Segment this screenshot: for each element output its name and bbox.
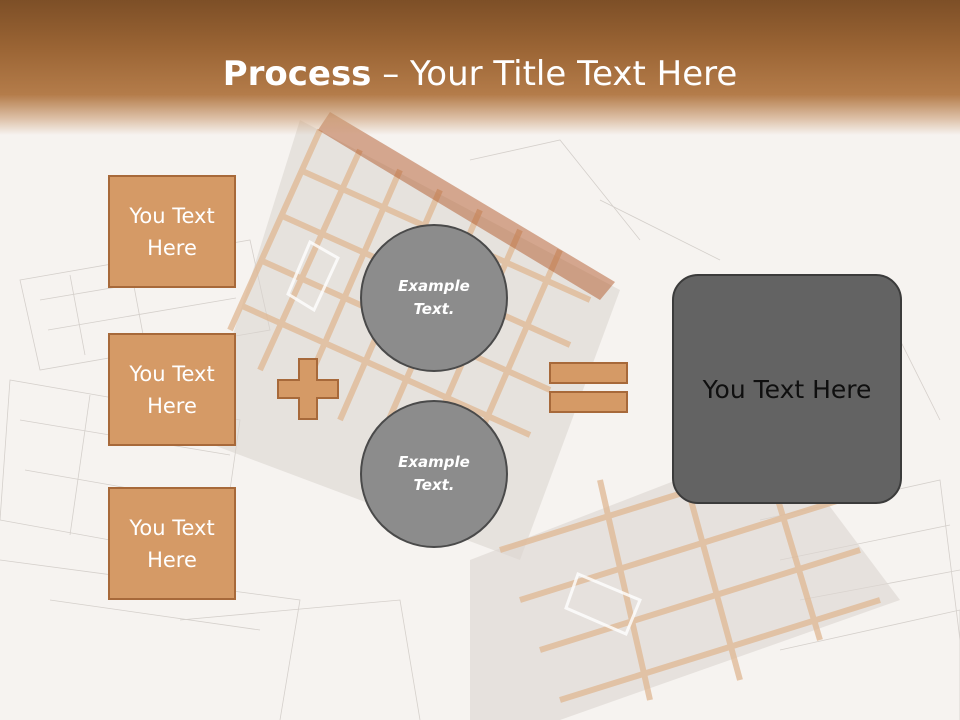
title-bar — [0, 0, 960, 135]
left-text-box-1-label: You Text Here — [129, 203, 215, 260]
title-rest: – Your Title Text Here — [371, 54, 738, 94]
slide-title[interactable]: Process – Your Title Text Here — [0, 52, 960, 96]
title-bold: Process — [222, 54, 372, 94]
result-box-label: You Text Here — [702, 374, 872, 404]
example-circle-2-label: Example Text. — [398, 453, 470, 494]
left-text-box-3[interactable]: You Text Here — [108, 487, 236, 600]
example-circle-2[interactable]: Example Text. — [360, 400, 508, 548]
example-circle-1-label: Example Text. — [398, 277, 470, 318]
example-circle-1[interactable]: Example Text. — [360, 224, 508, 372]
result-box[interactable]: You Text Here — [672, 274, 902, 504]
plus-icon — [277, 358, 339, 420]
left-text-box-2[interactable]: You Text Here — [108, 333, 236, 446]
left-text-box-3-label: You Text Here — [129, 515, 215, 572]
equals-icon — [549, 362, 628, 413]
left-text-box-1[interactable]: You Text Here — [108, 175, 236, 288]
left-text-box-2-label: You Text Here — [129, 361, 215, 418]
